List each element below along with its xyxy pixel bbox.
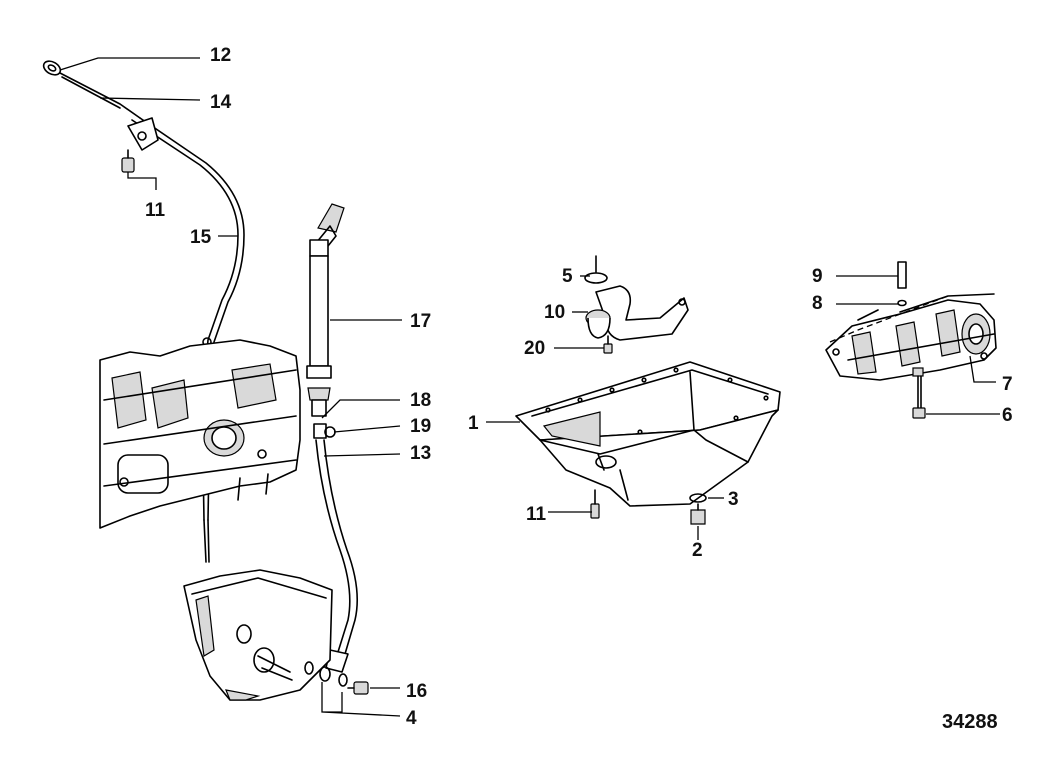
oil-fill-lower-tube xyxy=(315,439,351,653)
callout-13: 13 xyxy=(410,443,431,464)
drain-fitting-bolt xyxy=(347,681,369,695)
long-bolt xyxy=(912,367,926,419)
dipstick-handle-loop xyxy=(42,60,62,76)
washer xyxy=(319,666,331,682)
callout-4: 4 xyxy=(406,708,417,729)
callout-5: 5 xyxy=(562,266,573,287)
callout-17: 17 xyxy=(410,311,431,332)
washer xyxy=(338,673,348,687)
callout-15: 15 xyxy=(190,227,212,248)
dipstick-assembly xyxy=(42,60,245,563)
fill-tube-grommet xyxy=(307,387,331,401)
lower-oil-pan-left xyxy=(183,569,369,701)
figure-number: 34288 xyxy=(942,711,998,733)
small-o-ring xyxy=(897,299,907,307)
callout-numbers: 12 14 11 15 17 18 19 13 16 4 1 5 10 20 1… xyxy=(145,45,1013,729)
pan-bolt xyxy=(590,489,600,519)
pickup-tube xyxy=(595,285,689,341)
callout-14: 14 xyxy=(210,92,232,113)
callout-11-pan: 11 xyxy=(526,504,547,525)
dipstick-tube xyxy=(131,119,239,521)
dipstick-tube-bracket xyxy=(127,117,159,151)
callout-10: 10 xyxy=(544,302,565,323)
callout-11-dipstick: 11 xyxy=(145,200,166,221)
washer xyxy=(304,661,314,675)
oil-fill-upper-tube xyxy=(309,255,329,367)
dipstick-rod xyxy=(59,72,141,119)
oil-pickup-assembly xyxy=(584,255,689,354)
callout-18: 18 xyxy=(410,390,431,411)
callout-8: 8 xyxy=(812,293,823,314)
fill-tube-clamp xyxy=(313,423,327,439)
callout-19: 19 xyxy=(410,416,431,437)
drain-plug xyxy=(690,509,706,525)
balance-shaft-assembly xyxy=(825,261,997,419)
engine-block xyxy=(99,339,301,529)
callout-7: 7 xyxy=(1002,374,1013,395)
bracket-bolt xyxy=(121,149,135,173)
oil-fill-tube-assembly xyxy=(306,203,359,673)
oil-fill-cap xyxy=(317,203,345,233)
callout-3: 3 xyxy=(728,489,739,510)
callout-1: 1 xyxy=(468,413,479,434)
pickup-screw xyxy=(603,335,613,354)
callout-20: 20 xyxy=(524,338,545,359)
callout-12: 12 xyxy=(210,45,231,66)
drain-plug-washer xyxy=(689,493,707,503)
pickup-o-ring xyxy=(584,272,608,284)
callout-6: 6 xyxy=(1002,405,1013,426)
callout-9: 9 xyxy=(812,266,823,287)
callout-16: 16 xyxy=(406,681,427,702)
dowel-pin xyxy=(897,261,907,289)
leader-lines xyxy=(59,57,1000,717)
callout-2: 2 xyxy=(692,540,703,561)
main-oil-pan xyxy=(515,361,781,525)
